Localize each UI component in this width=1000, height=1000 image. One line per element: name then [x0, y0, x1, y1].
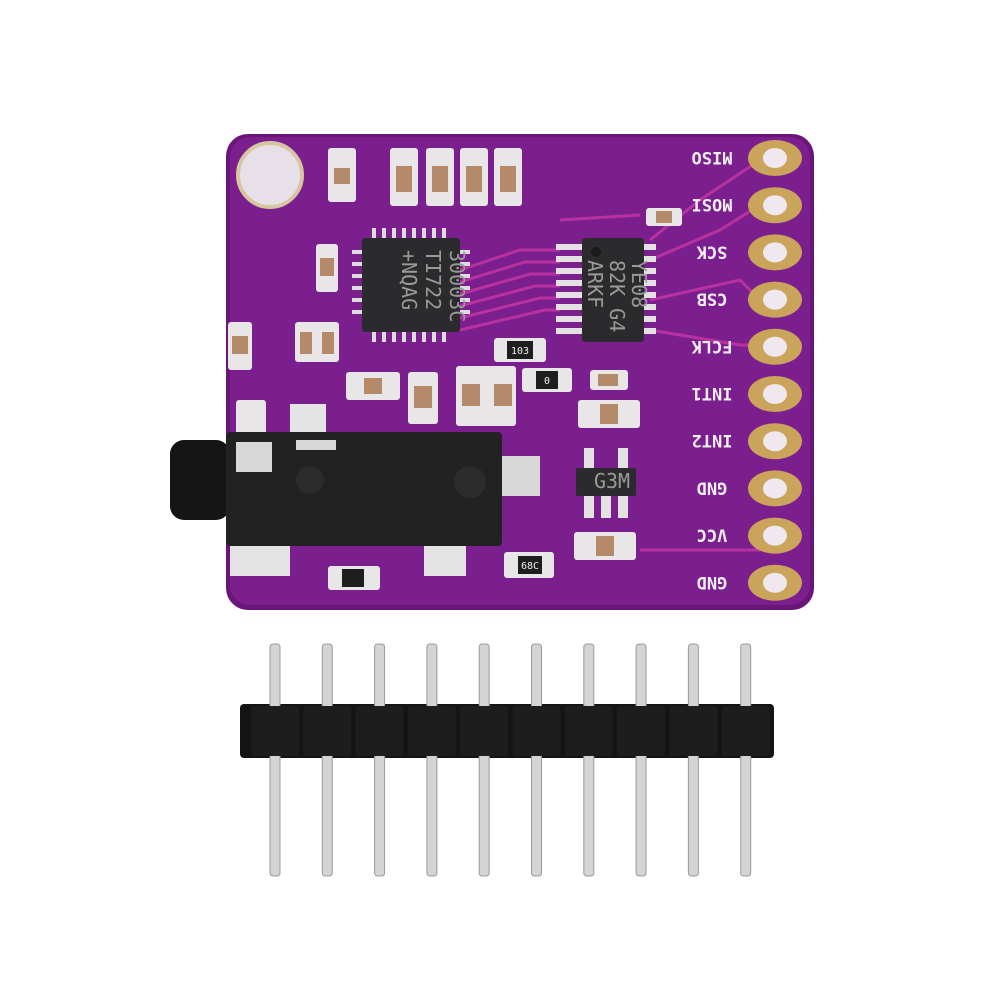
header-pin-housing [617, 706, 666, 756]
pin-pad-mosi: MOSI [692, 187, 802, 224]
header-pin-housing [564, 706, 613, 756]
pin-label: MOSI [692, 194, 733, 214]
resistor-label: 68C [521, 561, 539, 572]
mounting-hole [236, 141, 304, 209]
audio-jack [170, 404, 540, 576]
pin-pad-gnd: GND [697, 470, 802, 507]
chip-qfn: 30003C TI722 +NQAG [352, 228, 470, 342]
pin-pad-fclk: FCLK [691, 328, 802, 365]
header-pin [635, 643, 647, 877]
pin-pad-sck: SCK [696, 234, 802, 271]
pin-label: INT2 [692, 430, 733, 450]
pcb-traces [459, 158, 762, 552]
pin-pad-int1: INT1 [692, 376, 802, 412]
chip-left-line-2: TI722 [421, 250, 445, 310]
chip-right-line-3: ARKF [583, 260, 607, 308]
pin-pad-gnd: GND [697, 564, 802, 601]
chip-right-line-2: 82K G4 [605, 260, 629, 332]
pin-pad-csb: CSB [697, 281, 802, 318]
resistor-bottom [328, 566, 380, 590]
header-pin [687, 643, 699, 877]
resistor-68c: 68C [504, 552, 554, 578]
header-pin-housing [669, 706, 718, 756]
header-pin [426, 643, 438, 877]
pin-pad-int2: INT2 [692, 423, 802, 460]
pin-label: SCK [696, 241, 727, 261]
smd-capacitors [228, 148, 682, 560]
resistor-103: 103 [494, 338, 546, 362]
header-pin [531, 643, 542, 877]
pin-label: GND [697, 572, 728, 592]
pin-pad-miso: MISO [692, 140, 802, 176]
header-pin-housing [251, 706, 299, 756]
header-pin-housing [460, 706, 509, 756]
pin-label: INT1 [692, 383, 733, 403]
pin-label: MISO [692, 147, 733, 167]
header-pin [583, 643, 595, 877]
header-pin-housing [512, 706, 561, 756]
resistor-label: 103 [511, 346, 529, 357]
pin-label: CSB [697, 289, 728, 309]
regulator-marking: G3M [594, 469, 630, 493]
chip-left-line-3: +NQAG [397, 250, 421, 310]
pin-label: FCLK [691, 336, 733, 356]
header-pin [478, 643, 490, 877]
chip-tssop: YE08 82K G4 ARKF [556, 238, 656, 342]
pin-header [240, 643, 774, 877]
header-pin [269, 643, 281, 877]
chip-left-line-1: 30003C [445, 250, 469, 322]
header-pin [374, 643, 386, 877]
voltage-regulator: G3M [576, 448, 636, 518]
pin-label: GND [697, 477, 728, 497]
header-pin-housing [303, 706, 352, 756]
header-pin [321, 643, 333, 877]
header-pin-housing [355, 706, 404, 756]
header-pin-housing [721, 706, 770, 756]
chip-right-line-1: YE08 [627, 260, 651, 308]
pin-label: VCC [697, 525, 728, 545]
pcb-board: 30003C TI722 +NQAG YE08 82K G4 ARKF [170, 134, 814, 610]
header-pin-housing [407, 706, 456, 756]
resistor-0: 0 [522, 368, 572, 392]
resistor-label: 0 [544, 376, 550, 387]
pin-pad-vcc: VCC [697, 517, 802, 554]
header-pin [740, 643, 752, 877]
